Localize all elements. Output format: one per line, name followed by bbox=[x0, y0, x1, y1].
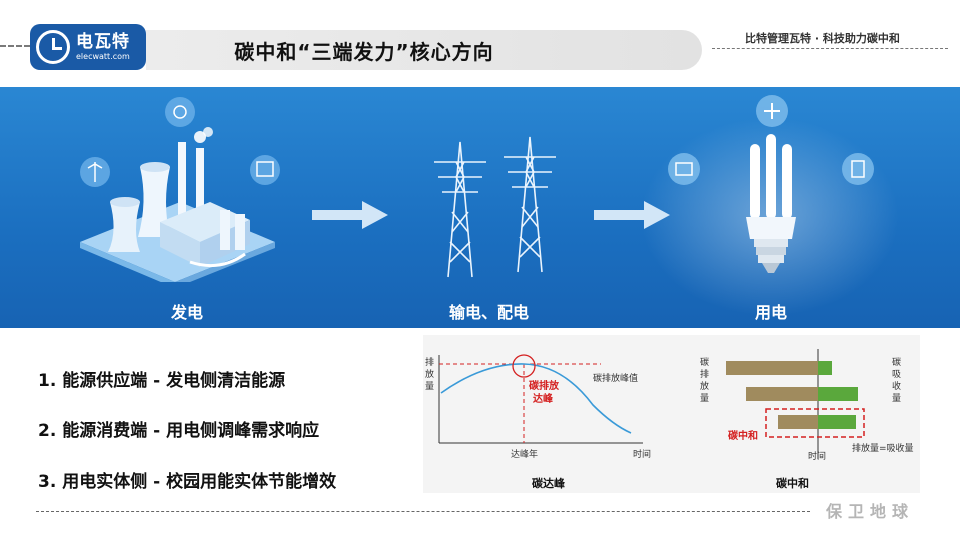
stages-band: 发电 输电、配电 用电 bbox=[0, 87, 960, 328]
title-bar: 碳中和“三端发力”核心方向 bbox=[146, 30, 702, 70]
svg-text:排: 排 bbox=[700, 368, 709, 380]
page-title: 碳中和“三端发力”核心方向 bbox=[234, 39, 494, 64]
peak-year-tick: 达峰年 bbox=[511, 448, 538, 460]
peak-marker-line2: 达峰 bbox=[533, 392, 554, 405]
svg-text:收: 收 bbox=[892, 380, 901, 392]
carbon-neutral-chart: 碳 排 放 量 碳 吸 收 量 排放量=吸收量 时间 碳中和 碳中和 bbox=[680, 335, 920, 493]
list-item: 1. 能源供应端 - 发电侧清洁能源 bbox=[38, 371, 286, 391]
ylabel-char: 放 bbox=[425, 368, 434, 380]
light-bulb-icon bbox=[668, 95, 874, 273]
peak-marker-line1: 碳排放 bbox=[529, 379, 560, 392]
x-axis-label: 时间 bbox=[808, 450, 826, 462]
peak-value-label: 碳排放峰值 bbox=[593, 372, 638, 384]
list-item: 2. 能源消费端 - 用电侧调峰需求响应 bbox=[38, 421, 320, 441]
footer-divider bbox=[36, 511, 810, 512]
header-dashed-line bbox=[0, 45, 30, 47]
list-item: 3. 用电实体侧 - 校园用能实体节能增效 bbox=[38, 472, 337, 492]
svg-text:放: 放 bbox=[700, 380, 709, 392]
clock-icon bbox=[36, 30, 70, 64]
svg-text:量: 量 bbox=[700, 393, 709, 404]
logo-name: 电瓦特 bbox=[76, 32, 130, 52]
neutral-chart-caption: 碳中和 bbox=[776, 476, 809, 490]
stage-label-transmission: 输电、配电 bbox=[448, 303, 530, 322]
x-axis-label: 时间 bbox=[633, 448, 651, 460]
peak-chart-caption: 碳达峰 bbox=[532, 476, 566, 490]
svg-text:碳: 碳 bbox=[892, 356, 901, 368]
stage-label-generation: 发电 bbox=[170, 303, 204, 322]
logo: 电瓦特 elecwatt.com bbox=[30, 24, 146, 70]
ylabel-char: 排 bbox=[425, 356, 434, 368]
footer-slogan: 保卫地球 bbox=[826, 502, 915, 521]
logo-url: elecwatt.com bbox=[76, 52, 130, 61]
svg-text:吸: 吸 bbox=[892, 369, 901, 380]
carbon-peak-chart: 排 放 量 碳排放峰值 达峰年 时间 碳排放 达峰 碳达峰 bbox=[423, 335, 673, 493]
arrow-right-icon bbox=[594, 201, 670, 229]
svg-text:碳: 碳 bbox=[700, 356, 709, 368]
neutral-marker: 碳中和 bbox=[728, 429, 758, 442]
equation-label: 排放量=吸收量 bbox=[852, 442, 914, 454]
transmission-tower-icon bbox=[434, 136, 556, 278]
svg-text:量: 量 bbox=[892, 393, 901, 404]
arrow-right-icon bbox=[312, 201, 388, 229]
header-slogan: 比特管理瓦特 · 科技助力碳中和 bbox=[745, 32, 900, 45]
stage-label-consumption: 用电 bbox=[754, 303, 788, 322]
ylabel-char: 量 bbox=[425, 381, 434, 392]
power-plant-icon bbox=[80, 97, 280, 282]
slogan-divider bbox=[712, 48, 948, 49]
